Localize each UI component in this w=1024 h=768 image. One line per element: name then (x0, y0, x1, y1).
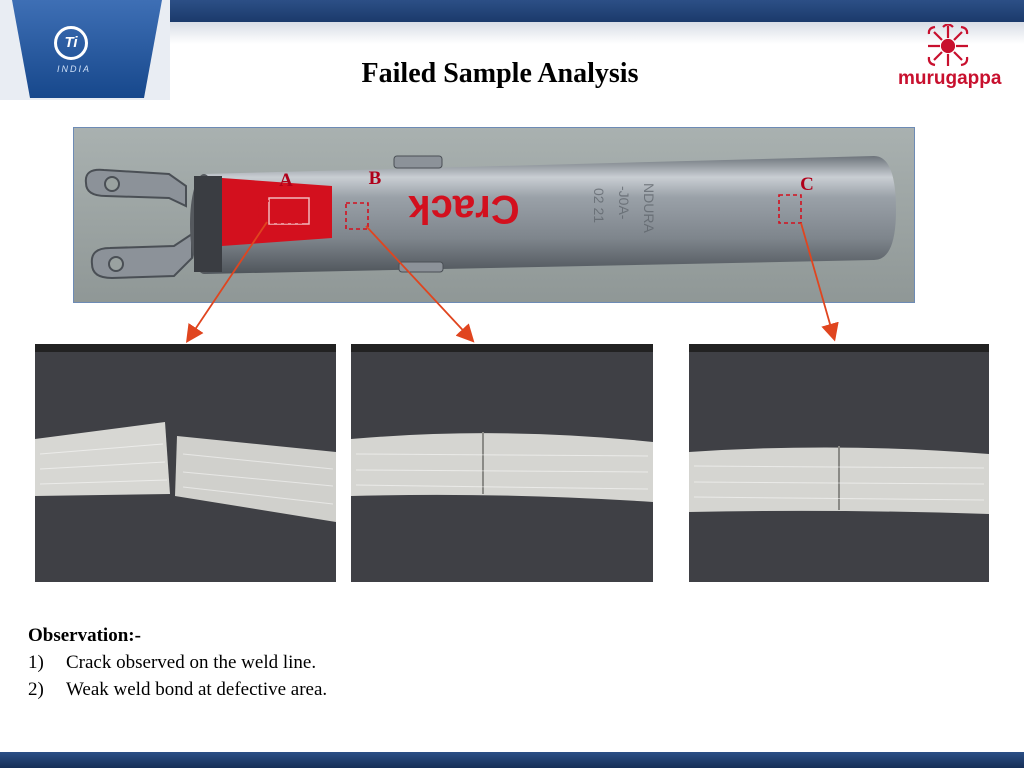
micrograph-b (351, 344, 653, 582)
observation-item: 2) Weak weld bond at defective area. (28, 676, 327, 703)
murugappa-wordmark: murugappa (898, 68, 1002, 89)
marker-c-label: C (800, 174, 814, 195)
top-banner-shade (170, 22, 1024, 44)
micrograph-c (689, 344, 989, 582)
marker-a-label: A (279, 170, 293, 191)
observation-block: Observation:- 1) Crack observed on the w… (28, 622, 327, 703)
marker-b-label: B (369, 168, 382, 189)
micrograph-a (35, 344, 336, 582)
observation-text: Crack observed on the weld line. (66, 652, 317, 673)
sample-photo: Crack 02 21 -J0A- NDURA A B C (73, 127, 915, 303)
svg-text:-J0A-: -J0A- (616, 186, 632, 220)
ti-logo-mark: Ti (54, 26, 88, 60)
observation-item: 1) Crack observed on the weld line. (28, 649, 327, 676)
observation-number: 1) (28, 652, 44, 673)
ti-logo-text: INDIA (56, 64, 91, 74)
observation-text: Weak weld bond at defective area. (66, 679, 328, 700)
top-banner (170, 0, 1024, 22)
svg-text:NDURA: NDURA (641, 183, 657, 233)
murugappa-logo: murugappa (898, 23, 1002, 96)
observation-heading: Observation:- (28, 625, 141, 646)
slide-title: Failed Sample Analysis (361, 58, 639, 89)
tube-crack-marking: Crack (408, 187, 520, 231)
observation-number: 2) (28, 679, 44, 700)
murugappa-emblem-icon (927, 23, 969, 67)
ti-india-logo: Ti INDIA (0, 0, 170, 100)
logo-badge (12, 0, 162, 98)
tube-illustration: Crack 02 21 -J0A- NDURA A B C (74, 128, 914, 302)
bottom-banner (0, 752, 1024, 768)
svg-text:02 21: 02 21 (591, 188, 607, 223)
